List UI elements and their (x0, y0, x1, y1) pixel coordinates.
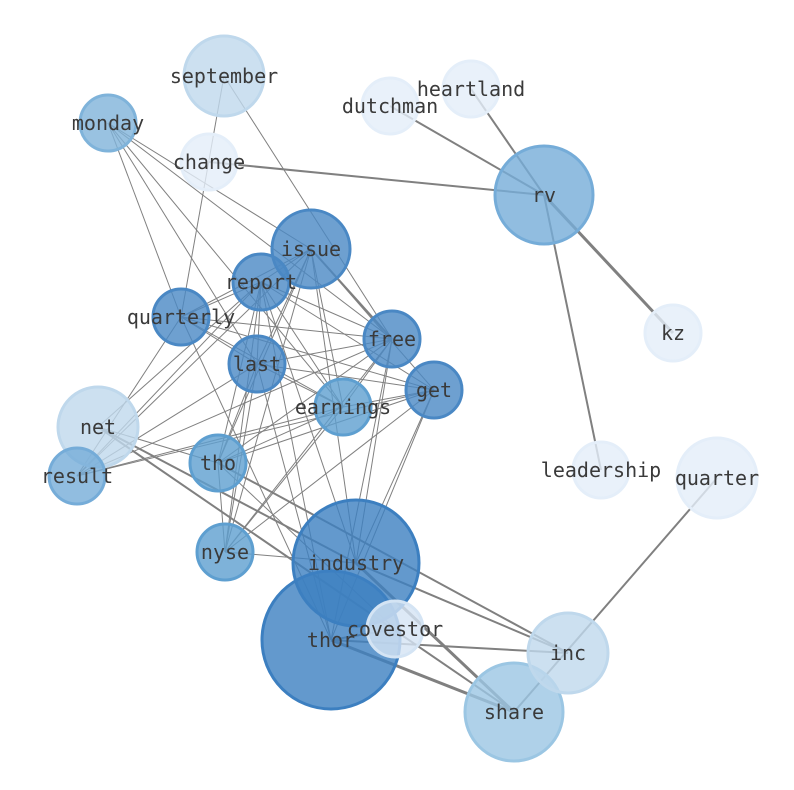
node-label-inc: inc (550, 641, 586, 665)
node-label-nyse: nyse (201, 540, 249, 564)
node-industry: industry (291, 498, 421, 628)
edge-monday-earnings (107, 122, 344, 408)
node-label-quarter: quarter (675, 466, 759, 490)
node-label-result: result (41, 464, 113, 488)
node-circle-kz (643, 303, 703, 363)
node-label-dutchman: dutchman (342, 94, 438, 118)
edge-report-get (260, 281, 435, 391)
edge-last-get (256, 363, 435, 391)
node-circle-issue (270, 208, 352, 290)
node-circle-monday (78, 93, 138, 153)
edge-change-rv (208, 161, 545, 196)
node-report: report (225, 252, 297, 312)
node-label-kz: kz (661, 321, 685, 345)
node-label-thor: thor (307, 628, 355, 652)
node-covestor: covestor (347, 599, 443, 659)
node-issue: issue (270, 208, 352, 290)
node-circle-quarter (675, 436, 759, 520)
edge-quarterly-free (180, 316, 393, 340)
node-circle-inc (526, 611, 610, 695)
edge-monday-quarterly (107, 122, 182, 318)
edge-quarterly-get (180, 316, 435, 391)
node-circle-change (179, 132, 239, 192)
node-quarterly: quarterly (127, 287, 235, 347)
node-layer: thor industry rv share september net quarter in… (41, 34, 759, 763)
node-result: result (41, 446, 113, 506)
node-nyse: nyse (195, 522, 255, 582)
node-inc: inc (526, 611, 610, 695)
node-september: september (170, 34, 278, 118)
node-circle-leadership (571, 440, 631, 500)
node-circle-nyse (195, 522, 255, 582)
node-label-rv: rv (532, 183, 556, 207)
node-label-heartland: heartland (417, 77, 525, 101)
node-label-last: last (233, 352, 281, 376)
node-heartland: heartland (417, 59, 525, 119)
node-last: last (227, 334, 287, 394)
node-circle-industry (291, 498, 421, 628)
edge-report-nyse (224, 281, 262, 553)
node-circle-september (182, 34, 266, 118)
node-label-covestor: covestor (347, 617, 443, 641)
node-circle-dutchman (360, 76, 420, 136)
node-label-report: report (225, 270, 297, 294)
node-label-monday: monday (72, 111, 144, 135)
node-dutchman: dutchman (342, 76, 438, 136)
node-quarter: quarter (675, 436, 759, 520)
node-label-free: free (368, 327, 416, 351)
node-kz: kz (643, 303, 703, 363)
node-earnings: earnings (295, 377, 391, 437)
node-label-change: change (173, 150, 245, 174)
node-circle-free (362, 309, 422, 369)
node-circle-report (231, 252, 291, 312)
node-label-earnings: earnings (295, 395, 391, 419)
node-label-quarterly: quarterly (127, 305, 235, 329)
edge-monday-free (107, 122, 393, 340)
node-circle-result (47, 446, 107, 506)
edge-earnings-nyse (224, 406, 344, 553)
edge-issue-nyse (224, 248, 312, 553)
node-circle-last (227, 334, 287, 394)
node-label-issue: issue (281, 237, 341, 261)
node-circle-earnings (313, 377, 373, 437)
node-label-share: share (484, 700, 544, 724)
node-circle-tho (188, 433, 248, 493)
edge-free-nyse (224, 338, 393, 553)
node-tho: tho (188, 433, 248, 493)
node-label-september: september (170, 64, 278, 88)
node-rv: rv (493, 144, 595, 246)
node-circle-quarterly (151, 287, 211, 347)
node-get: get (404, 360, 464, 420)
edge-get-nyse (224, 389, 435, 553)
node-circle-heartland (441, 59, 501, 119)
node-label-get: get (416, 378, 452, 402)
node-label-net: net (80, 415, 116, 439)
node-share: share (463, 661, 565, 763)
node-label-industry: industry (308, 551, 404, 575)
node-change: change (173, 132, 245, 192)
node-label-tho: tho (200, 451, 236, 475)
edge-free-tho (217, 338, 393, 464)
edge-september-free (223, 75, 393, 340)
node-circle-rv (493, 144, 595, 246)
node-label-leadership: leadership (541, 458, 661, 482)
edge-get-result (76, 389, 435, 477)
node-circle-covestor (365, 599, 425, 659)
node-circle-get (404, 360, 464, 420)
node-free: free (362, 309, 422, 369)
node-leadership: leadership (541, 440, 661, 500)
edge-monday-last (107, 122, 258, 365)
node-circle-share (463, 661, 565, 763)
node-monday: monday (72, 93, 144, 153)
